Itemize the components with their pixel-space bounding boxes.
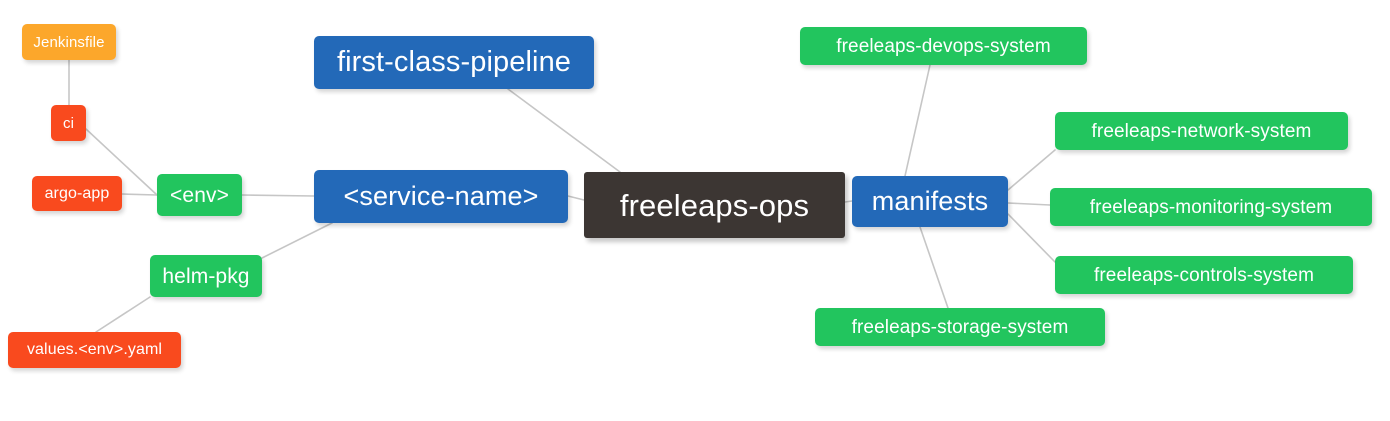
- edge-env-to-service-name: [241, 194, 315, 197]
- node-label: first-class-pipeline: [336, 46, 572, 78]
- edge-helm-pkg-to-service-name: [261, 222, 333, 259]
- node-values-env-yaml[interactable]: values.<env>.yaml: [8, 332, 181, 368]
- node-label: freeleaps-monitoring-system: [1089, 196, 1333, 218]
- node-label: helm-pkg: [162, 264, 250, 288]
- edge-freeleaps-ops-to-manifests: [844, 200, 853, 203]
- edge-freeleaps-controls-system-to-manifests: [1007, 213, 1056, 263]
- edge-argo-app-to-env: [121, 193, 158, 196]
- node-freeleaps-controls-system[interactable]: freeleaps-controls-system: [1055, 256, 1353, 294]
- node-ci[interactable]: ci: [51, 105, 86, 141]
- node-label: freeleaps-storage-system: [851, 316, 1069, 338]
- edge-freeleaps-devops-system-to-manifests: [904, 64, 931, 177]
- node-helm-pkg[interactable]: helm-pkg: [150, 255, 262, 297]
- edge-service-name-to-freeleaps-ops: [567, 195, 585, 201]
- node-label: <env>: [170, 183, 229, 207]
- edge-first-class-pipeline-to-freeleaps-ops: [507, 88, 621, 173]
- node-label: ci: [62, 114, 75, 132]
- node-jenkinsfile[interactable]: Jenkinsfile: [22, 24, 116, 60]
- node-label: freeleaps-network-system: [1091, 120, 1312, 142]
- node-freeleaps-ops[interactable]: freeleaps-ops: [584, 172, 845, 238]
- edge-freeleaps-network-system-to-manifests: [1007, 149, 1056, 191]
- node-freeleaps-network-system[interactable]: freeleaps-network-system: [1055, 112, 1348, 150]
- node-label: Jenkinsfile: [33, 33, 105, 51]
- node-freeleaps-storage-system[interactable]: freeleaps-storage-system: [815, 308, 1105, 346]
- node-manifests[interactable]: manifests: [852, 176, 1008, 227]
- node-label: values.<env>.yaml: [26, 341, 163, 358]
- node-label: freeleaps-devops-system: [836, 35, 1051, 57]
- node-label: freeleaps-ops: [619, 187, 810, 223]
- edge-freeleaps-storage-system-to-manifests: [919, 226, 949, 309]
- node-label: <service-name>: [343, 181, 539, 211]
- node-label: argo-app: [44, 184, 110, 202]
- node-first-class-pipeline[interactable]: first-class-pipeline: [314, 36, 594, 89]
- node-service-name[interactable]: <service-name>: [314, 170, 568, 223]
- node-freeleaps-devops-system[interactable]: freeleaps-devops-system: [800, 27, 1087, 65]
- node-label: freeleaps-controls-system: [1093, 264, 1315, 286]
- node-argo-app[interactable]: argo-app: [32, 176, 122, 211]
- node-label: manifests: [871, 186, 989, 216]
- edge-freeleaps-monitoring-system-to-manifests: [1007, 202, 1051, 206]
- node-env[interactable]: <env>: [157, 174, 242, 216]
- node-freeleaps-monitoring-system[interactable]: freeleaps-monitoring-system: [1050, 188, 1372, 226]
- edge-values-env-yaml-to-helm-pkg: [95, 296, 151, 333]
